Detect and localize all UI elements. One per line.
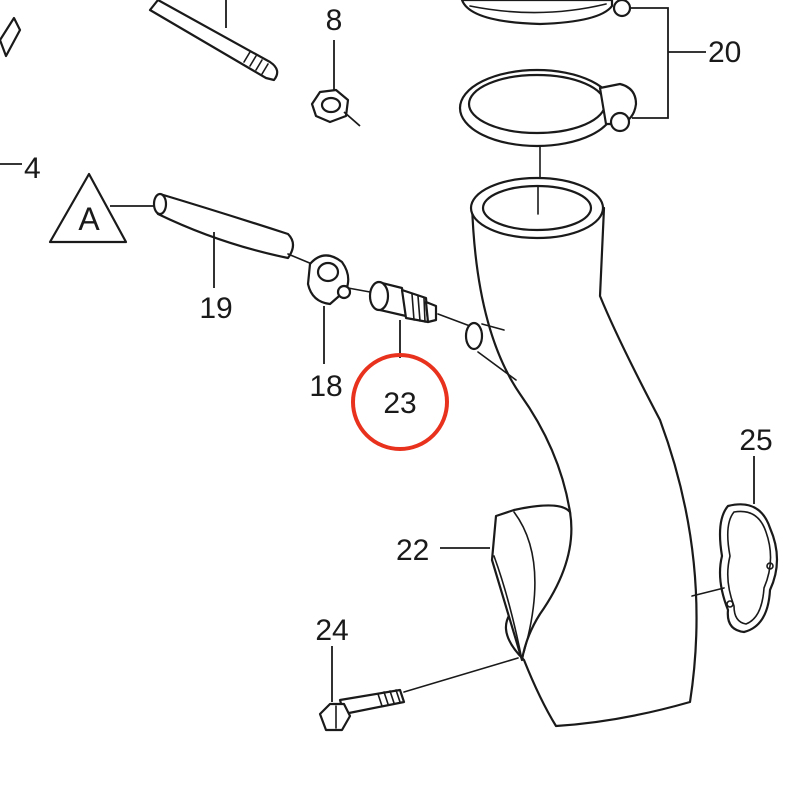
assembly-line-gasket [691,587,725,597]
label-22: 22 [396,534,429,567]
elbow-port [464,321,484,351]
gasket-part [718,456,779,634]
hose-clamp-upper [460,0,632,26]
hose-part [152,192,313,288]
stud-part [148,0,279,82]
bolt-part [318,646,519,732]
reference-a-label: A [78,201,100,237]
partial-part-top-left [0,16,22,58]
label-20: 20 [708,36,741,69]
label-18: 18 [309,370,342,403]
label-8: 8 [326,4,343,37]
exhaust-elbow-part [469,176,698,728]
threaded-fitting-part [368,280,438,358]
hose-clamp-lower [458,68,638,148]
flange-nut-part [310,40,361,127]
label-24: 24 [315,614,348,647]
label-4: 4 [24,152,41,185]
leader-20 [630,7,669,119]
label-23: 23 [383,387,416,420]
highlight-circle [351,353,449,451]
hose-clip-part [306,254,352,364]
label-19: 19 [199,292,232,325]
label-25: 25 [739,424,772,457]
reference-a-marker: A [48,172,156,244]
